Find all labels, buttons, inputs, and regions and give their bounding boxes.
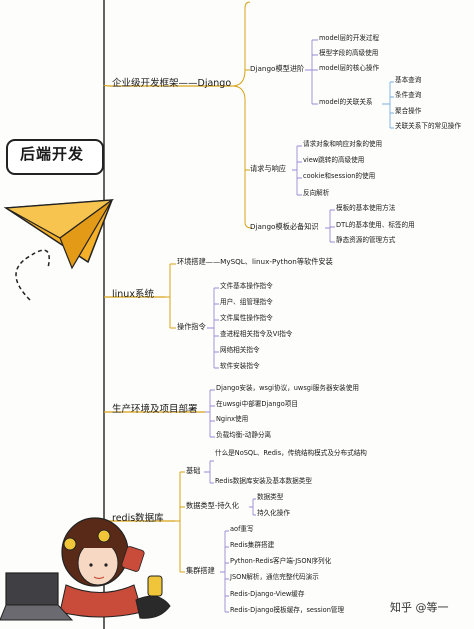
leaf-cluster-1: aof重写	[230, 525, 254, 533]
branch-django: 企业级开发框架——Django	[112, 78, 232, 89]
leaf-relations-4: 关联关系下的常见操作	[395, 122, 461, 130]
ops-leaf-lines	[214, 287, 219, 369]
request-leaf-lines	[297, 145, 302, 196]
leaf-template-2: DTL的基本使用、标签的用	[336, 221, 415, 229]
leaf-deploy-2: 在uwsgi中部署Django项目	[216, 400, 298, 408]
relations-leaf-lines	[390, 81, 394, 129]
root-node-title: 后端开发	[20, 145, 85, 163]
paper-plane-icon	[3, 199, 115, 301]
leaf-request-1: 请求对象和响应对象的使用	[303, 140, 383, 148]
leaf-ops-6: 软件安装指令	[220, 362, 260, 370]
leaf-request-3: cookie和session的使用	[303, 172, 376, 180]
leaf-persist-1: 数据类型	[257, 493, 284, 501]
leaf-cluster-3: Python-Redis客户端-JSON序列化	[230, 557, 332, 565]
leaf-model-1: model层的开发过程	[319, 34, 380, 42]
request-trunk	[292, 146, 298, 195]
redis-trunk	[175, 472, 181, 572]
deploy-leaf-lines	[210, 389, 215, 438]
leaf-cluster-4: JSON解析，通信完整代码演示	[230, 573, 319, 581]
leaf-basic-1: 什么是NoSQL、Redis，传统结构模式及分布式结构	[215, 449, 367, 457]
root-node-box	[6, 139, 104, 175]
node-django-request: 请求与响应	[250, 164, 286, 173]
leaf-deploy-3: Nginx使用	[216, 415, 249, 423]
node-model-relations: model的关联关系	[319, 98, 373, 106]
leaf-deploy-1: Django安装，wsgi协议，uwsgi服务器安装使用	[216, 384, 359, 392]
leaf-deploy-4: 负载均衡-动静分离	[216, 431, 272, 439]
leaf-relations-1: 基本查询	[395, 76, 422, 84]
model-trunk	[305, 40, 313, 104]
leaf-ops-1: 文件基本操作指令	[220, 282, 273, 290]
cluster-leaf-lines	[225, 530, 229, 613]
persist-leaf-lines	[253, 498, 256, 516]
leaf-ops-5: 网络相关指令	[220, 346, 260, 354]
redis-leaf-lines	[180, 471, 185, 573]
node-redis-persist: 数据类型-持久化	[186, 501, 239, 510]
leaf-cluster-2: Redis集群搭建	[230, 541, 275, 549]
node-redis-cluster: 集群搭建	[186, 566, 215, 575]
django-trunk	[231, 1, 251, 87]
leaf-model-2: 模型字段的高级使用	[319, 49, 379, 57]
branch-linux: linux系统	[112, 289, 154, 300]
persist-trunk	[249, 499, 254, 515]
leaf-cluster-6: Redis-Django模板缓存，session管理	[230, 606, 345, 614]
ops-trunk	[207, 288, 215, 368]
node-redis-basic: 基础	[186, 466, 201, 475]
leaf-relations-2: 条件查询	[395, 91, 422, 99]
deploy-trunk	[205, 390, 211, 437]
node-linux-env: 环境搭建——MySQL、linux-Python等软件安装	[177, 257, 333, 266]
connector-django	[103, 84, 232, 87]
node-linux-ops: 操作指令	[177, 322, 206, 331]
node-django-model: Django模型进阶	[250, 64, 305, 73]
linux-leaf-lines	[170, 263, 176, 329]
template-trunk	[325, 210, 331, 242]
leaf-template-3: 静态资源的管理方式	[336, 236, 396, 244]
node-django-template: Django模板必备知识	[250, 222, 319, 231]
basic-leaf-lines	[210, 460, 214, 484]
leaf-persist-2: 持久化操作	[257, 509, 290, 517]
relations-trunk	[382, 82, 391, 128]
leaf-ops-4: 查进程相关指令及VI指令	[220, 330, 293, 338]
leaf-cluster-5: Redis-Django-View缓存	[230, 590, 305, 598]
template-leaf-lines	[330, 209, 335, 243]
linux-trunk	[165, 264, 171, 328]
watermark: 知乎 @等一	[390, 601, 449, 614]
branch-redis: redis数据库	[112, 513, 164, 524]
leaf-relations-3: 聚合操作	[395, 107, 422, 115]
basic-trunk	[204, 461, 211, 483]
cluster-trunk	[220, 531, 226, 612]
leaf-request-2: view跳转的高级使用	[303, 156, 365, 164]
girl-with-laptop-illustration	[0, 517, 171, 621]
leaf-basic-2: Redis数据库安装及基本数据类型	[215, 477, 312, 485]
model-leaf-lines	[312, 39, 318, 105]
leaf-ops-2: 用户、组管理指令	[220, 298, 273, 306]
django-trunk-2	[231, 85, 253, 229]
leaf-model-3: model层的核心操作	[319, 64, 380, 72]
branch-deploy: 生产环境及项目部署	[112, 404, 198, 415]
leaf-ops-3: 文件属性操作指令	[220, 314, 273, 322]
leaf-template-1: 模板的基本使用方法	[336, 204, 396, 212]
leaf-request-4: 反向解析	[303, 189, 330, 197]
